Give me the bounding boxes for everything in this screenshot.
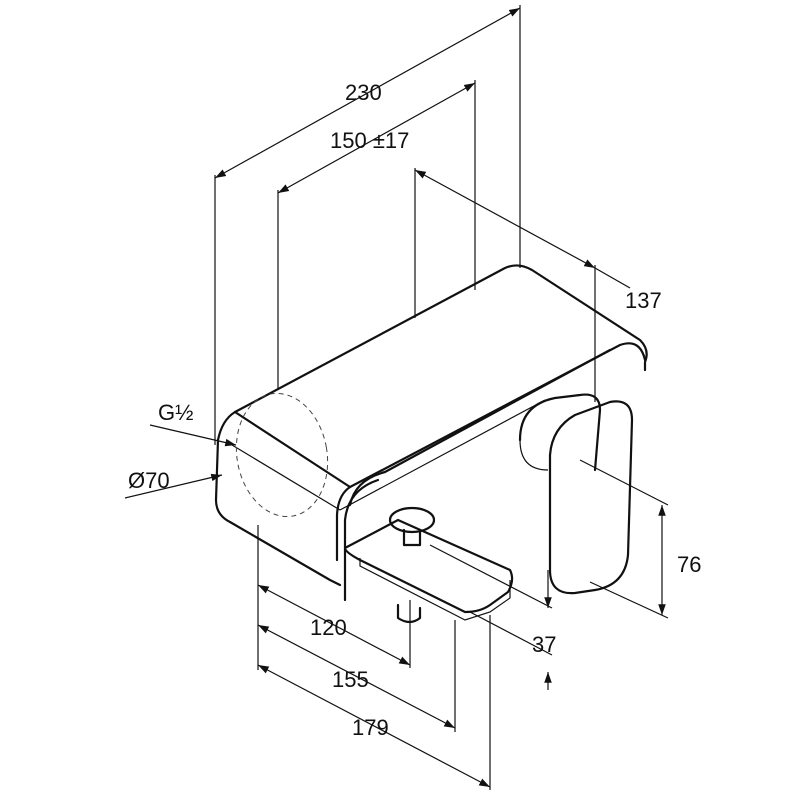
dim-label-76: 76: [677, 552, 701, 577]
dim-label-179: 179: [352, 715, 389, 740]
dim-label-230: 230: [345, 80, 382, 105]
handle: [518, 393, 634, 595]
dim-label-120: 120: [310, 615, 347, 640]
spout: [343, 506, 514, 624]
dim-label-137: 137: [625, 288, 662, 313]
dimension-lines: [124, 5, 669, 790]
dim-label-37: 37: [532, 632, 556, 657]
dim-label-150: 150 ±17: [330, 128, 409, 153]
mixer-body: [214, 264, 648, 602]
dim-label-g-half: G½: [158, 400, 193, 425]
dim-label-diameter: Ø70: [128, 468, 170, 493]
dim-label-155: 155: [332, 667, 369, 692]
